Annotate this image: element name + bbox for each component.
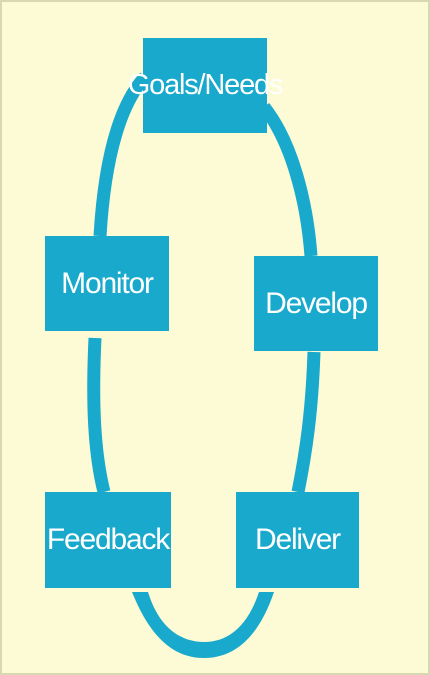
arc-monitor-feedback xyxy=(87,337,111,494)
stage-goals-needs-label: Goals/Needs xyxy=(127,69,284,101)
stage-feedback-label: Feedback xyxy=(46,523,170,556)
stage-goals-needs: Goals/Needs xyxy=(128,38,283,133)
stage-monitor-label: Monitor xyxy=(61,266,154,300)
arc-develop-deliver xyxy=(291,351,321,494)
stage-feedback: Feedback xyxy=(45,492,171,588)
stage-monitor: Monitor xyxy=(45,236,169,331)
arc-goals-monitor xyxy=(93,72,150,237)
stage-deliver-label: Deliver xyxy=(255,523,341,556)
stage-develop-label: Develop xyxy=(265,286,368,320)
arc-goals-develop xyxy=(258,102,318,257)
stage-deliver: Deliver xyxy=(236,492,359,588)
stage-develop: Develop xyxy=(254,256,378,351)
arc-feedback-deliver xyxy=(132,592,274,658)
